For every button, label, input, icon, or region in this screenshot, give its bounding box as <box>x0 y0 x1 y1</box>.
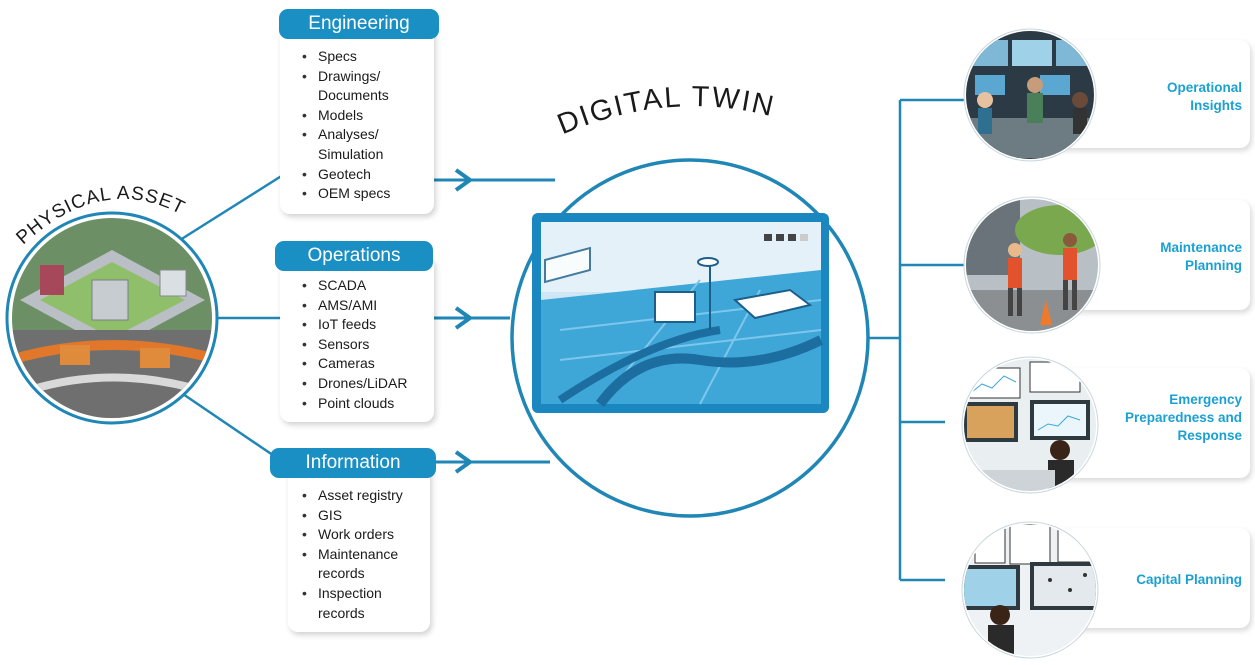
operations-pill: Operations <box>275 241 433 271</box>
list-item: IoT feeds <box>300 315 430 335</box>
maintenance-planning-illustration <box>963 196 1101 334</box>
list-item: Point clouds <box>300 394 430 414</box>
list-item: AMS/AMI <box>300 296 430 316</box>
capital-planning-illustration <box>961 521 1099 659</box>
outcome-label-operational: Operational Insights <box>1166 80 1242 113</box>
physical-asset-illustration <box>12 218 212 418</box>
outcome-label-emergency: Emergency Preparedness and Response <box>1124 392 1242 443</box>
list-item: SCADA <box>300 276 430 296</box>
engineering-list: Specs Drawings/ Documents Models Analyse… <box>300 47 430 204</box>
outcome-label-capital: Capital Planning <box>1136 572 1242 587</box>
list-item: GIS <box>300 506 428 526</box>
list-item: Specs <box>300 47 430 67</box>
list-item: Cameras <box>300 354 430 374</box>
list-item: OEM specs <box>300 184 430 204</box>
emergency-illustration <box>961 356 1099 494</box>
operations-list: SCADA AMS/AMI IoT feeds Sensors Cameras … <box>300 276 430 413</box>
list-item: Sensors <box>300 335 430 355</box>
outcome-bracket <box>868 98 965 582</box>
connector-engineering <box>179 173 284 242</box>
arrow-operations <box>430 306 510 330</box>
list-item: Models <box>300 106 430 126</box>
information-pill: Information <box>270 448 436 478</box>
list-item: Geotech <box>300 165 430 185</box>
list-item: Asset registry <box>300 486 428 506</box>
list-item: Drones/LiDAR <box>300 374 430 394</box>
digital-twin-screen <box>532 213 829 413</box>
connector-information <box>179 390 284 464</box>
information-list: Asset registry GIS Work orders Maintenan… <box>300 486 428 623</box>
list-item: Inspection records <box>300 584 408 623</box>
list-item: Work orders <box>300 525 428 545</box>
engineering-pill: Engineering <box>279 9 439 39</box>
outcome-label-maintenance: Maintenance Planning <box>1160 240 1242 273</box>
arrow-information <box>430 450 550 474</box>
list-item: Drawings/ Documents <box>300 67 408 106</box>
list-item: Analyses/ Simulation <box>300 125 408 164</box>
list-item: Maintenance records <box>300 545 418 584</box>
arrow-engineering <box>430 168 555 192</box>
operational-insights-illustration <box>963 28 1097 162</box>
